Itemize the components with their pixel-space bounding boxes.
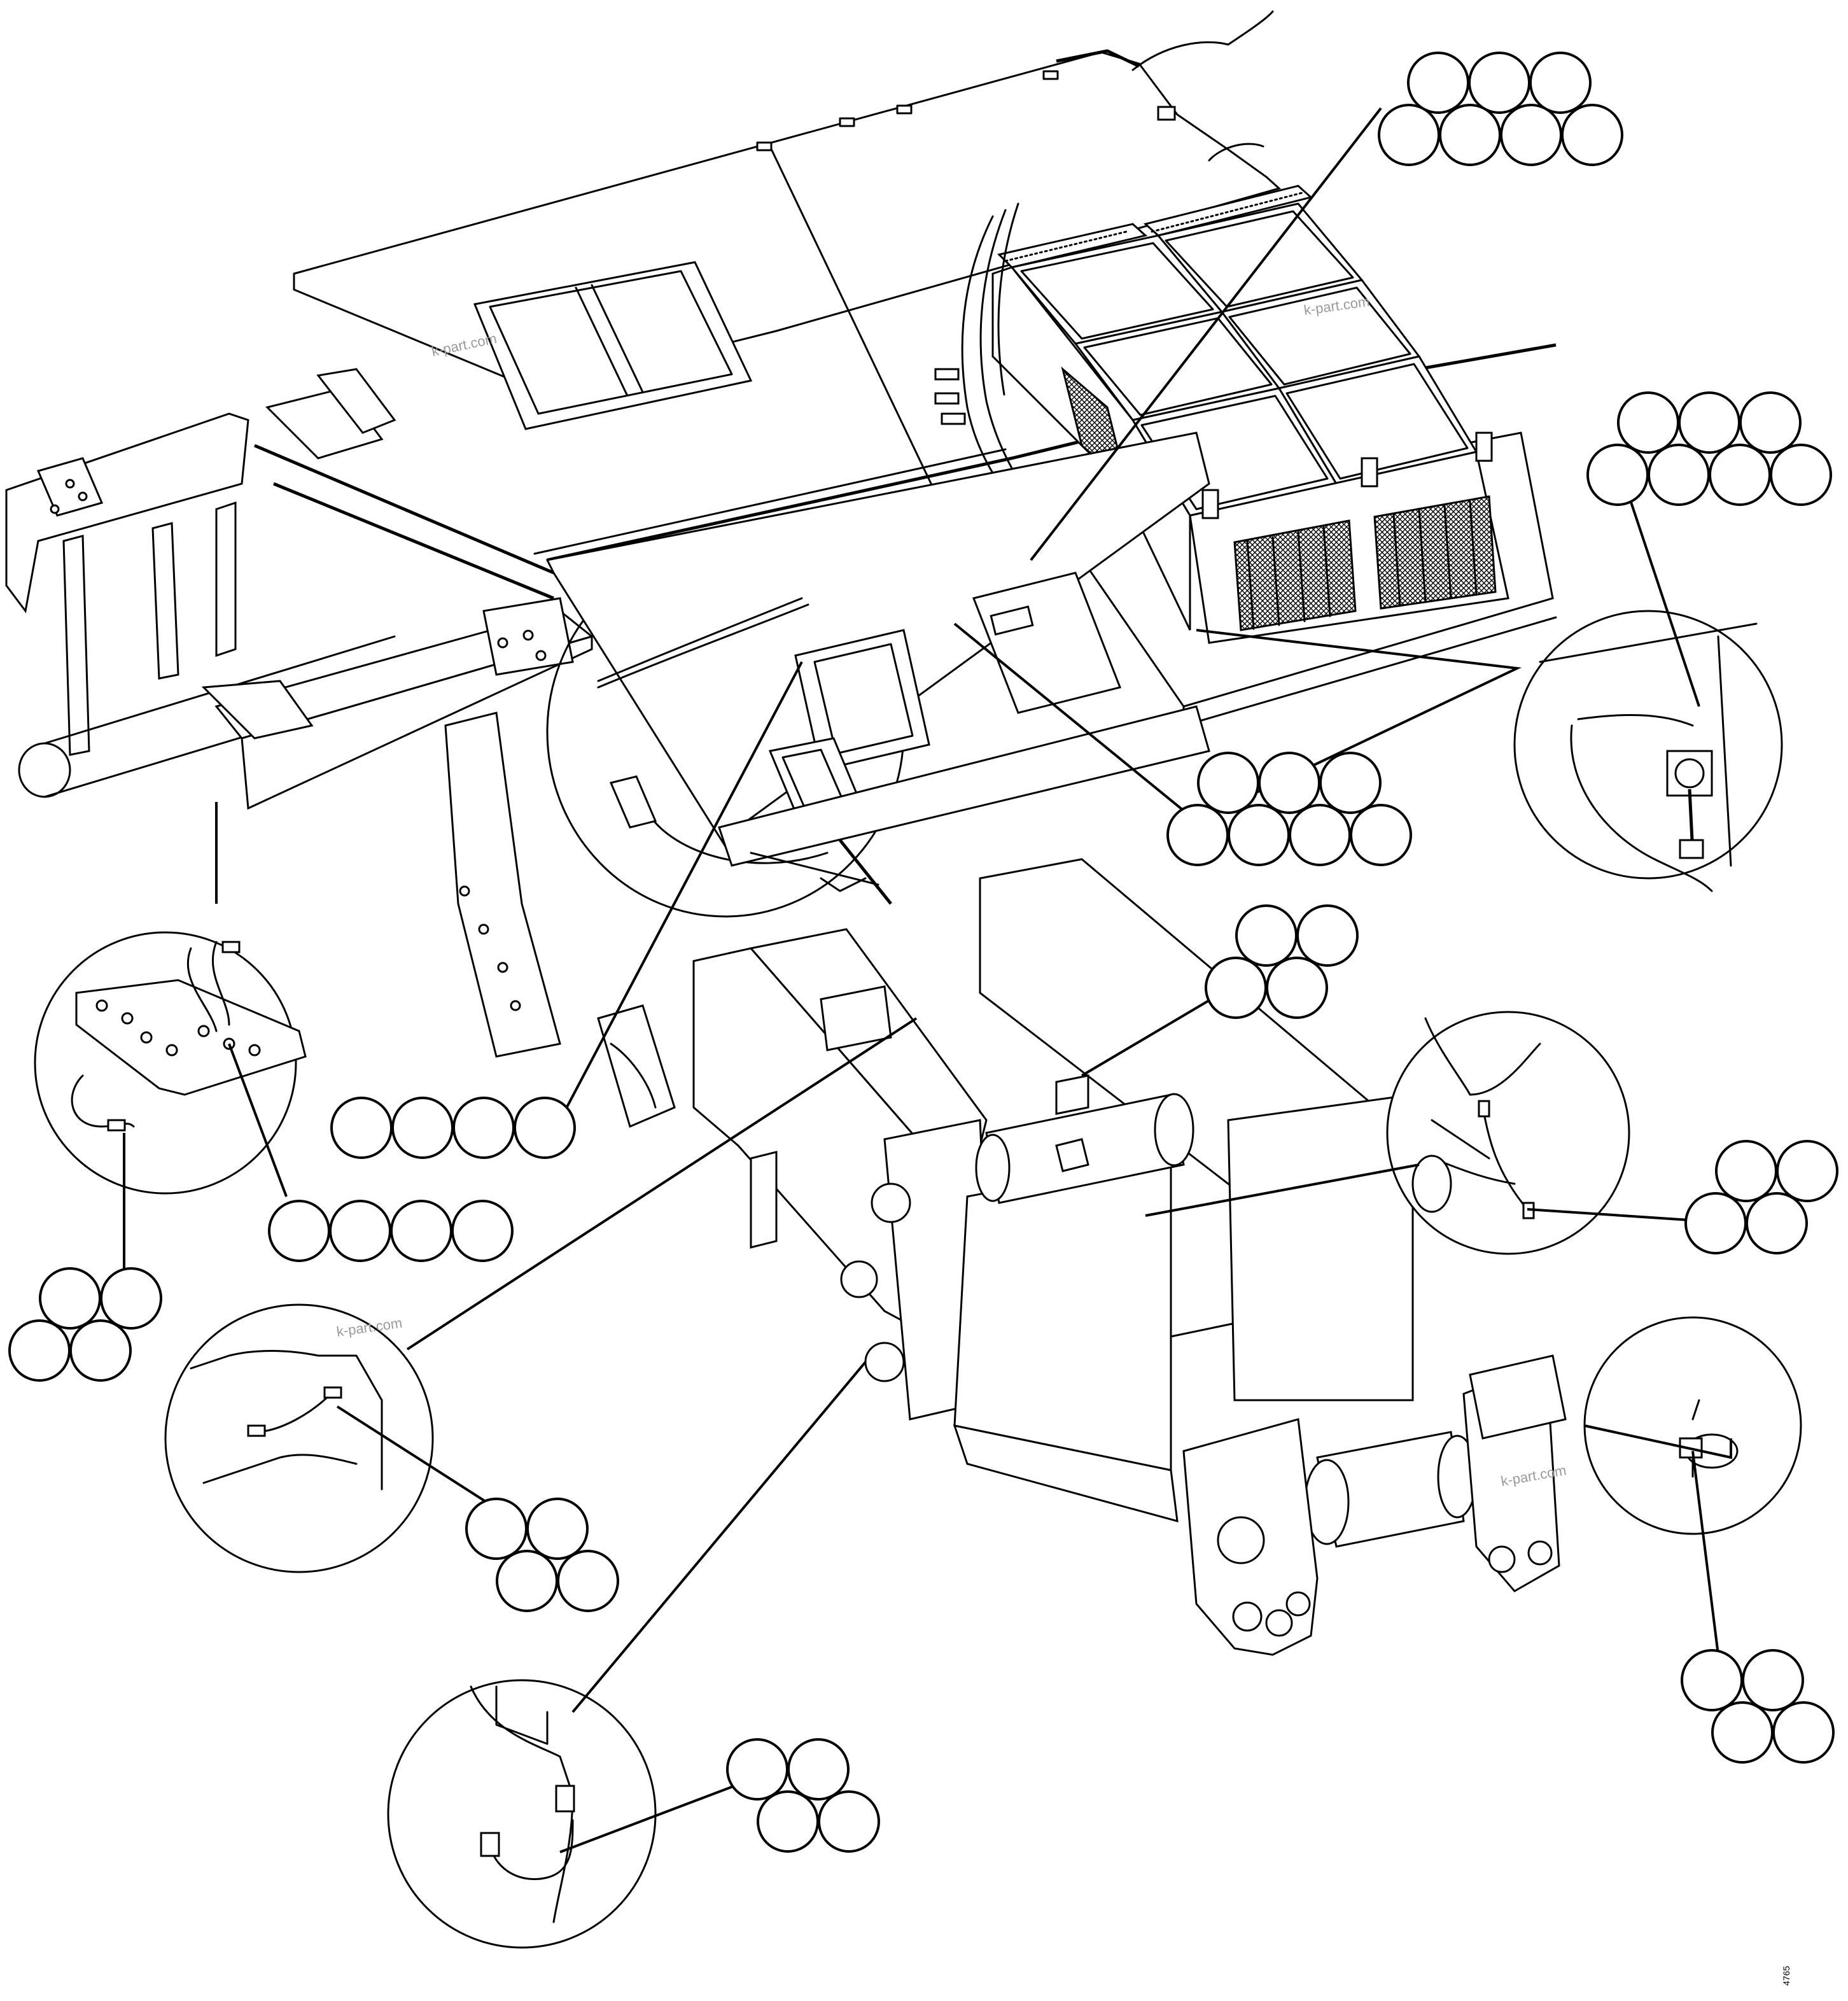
callout-lower-hinge-strap: [726, 1738, 880, 1853]
callout-balloon: [1289, 804, 1351, 866]
callout-balloon: [391, 1097, 454, 1159]
callout-left-mount-clip: [268, 1200, 514, 1262]
callout-balloon: [390, 1200, 452, 1262]
callout-balloon: [451, 1200, 514, 1262]
battery-pack: k-part.com: [934, 185, 1557, 727]
callout-battery-pack: [1378, 52, 1623, 166]
detail-view-front-frame: k-part.com: [164, 1303, 434, 1573]
left-frame: [5, 368, 594, 810]
callout-balloon: [465, 1498, 528, 1560]
callout-balloon: [1378, 104, 1440, 166]
callout-hinge-ground-clip: [1681, 1649, 1835, 1764]
callout-balloon: [726, 1738, 788, 1801]
callout-balloon: [1205, 957, 1267, 1019]
callout-balloon: [1166, 804, 1229, 866]
callout-balloon: [1228, 804, 1290, 866]
callout-balloon: [1678, 391, 1740, 454]
callout-balloon: [526, 1498, 589, 1560]
callout-battery-ground-strap: [1586, 391, 1832, 506]
callout-center-deck-harness: [1166, 752, 1412, 866]
callout-balloon: [1742, 1649, 1804, 1711]
callout-boom-pin-clip: [1684, 1140, 1838, 1254]
callout-balloon: [818, 1790, 880, 1853]
callout-balloon: [1681, 1649, 1743, 1711]
callout-balloon: [1407, 52, 1469, 114]
detail-view-hinge: [1583, 1316, 1802, 1535]
callout-balloon: [69, 1319, 132, 1382]
callout-upper-frame-pad: [1205, 904, 1359, 1019]
leader-lines: [123, 107, 1732, 1853]
callout-balloon: [268, 1200, 330, 1262]
callout-balloon: [1468, 52, 1530, 114]
callout-balloon: [787, 1738, 850, 1801]
callout-balloon: [1296, 904, 1359, 967]
callout-balloon: [1561, 104, 1623, 166]
boom-assembly: k-part.com: [692, 858, 1567, 1656]
callout-balloon: [1684, 1192, 1747, 1254]
detail-view-boom-pin: [1386, 1011, 1630, 1255]
callout-balloon: [1529, 52, 1592, 114]
callout-balloon: [1772, 1701, 1835, 1764]
upper-deck: [293, 10, 1557, 574]
callout-balloon: [1770, 444, 1832, 506]
callout-balloon: [8, 1319, 71, 1382]
callout-balloon: [39, 1267, 101, 1330]
callout-balloon: [1319, 752, 1382, 814]
callout-balloon: [330, 1097, 393, 1159]
callout-deck-harness-run: [330, 1097, 576, 1159]
drawing-code: 4765: [1781, 1966, 1791, 1986]
callout-front-frame-clip: [465, 1498, 619, 1612]
detail-view-lower-hinge: [387, 1679, 657, 1949]
detail-view-left-mount: [34, 931, 307, 1195]
callout-left-mount-strap: [8, 1267, 162, 1382]
callout-balloon: [329, 1200, 391, 1262]
callout-balloon: [1746, 1192, 1808, 1254]
callout-balloon: [1586, 444, 1649, 506]
callout-balloon: [100, 1267, 162, 1330]
callout-balloon: [1711, 1701, 1774, 1764]
callout-balloon: [452, 1097, 515, 1159]
detail-view-battery-strap: [1513, 610, 1783, 892]
callout-balloon: [1197, 752, 1259, 814]
callout-balloon: [1235, 904, 1298, 967]
callout-balloon: [1715, 1140, 1777, 1202]
callout-balloon: [1439, 104, 1501, 166]
callout-balloon: [1266, 957, 1328, 1019]
callout-balloon: [1648, 444, 1710, 506]
callout-balloon: [1776, 1140, 1838, 1202]
callout-balloon: [757, 1790, 819, 1853]
callout-balloon: [1709, 444, 1771, 506]
callout-balloon: [1739, 391, 1802, 454]
callout-balloon: [557, 1550, 619, 1612]
center-frame: [444, 432, 1210, 1128]
callout-balloon: [496, 1550, 558, 1612]
callout-balloon: [1350, 804, 1412, 866]
callout-balloon: [1500, 104, 1562, 166]
callout-balloon: [1258, 752, 1320, 814]
callout-balloon: [514, 1097, 576, 1159]
callout-balloon: [1617, 391, 1679, 454]
